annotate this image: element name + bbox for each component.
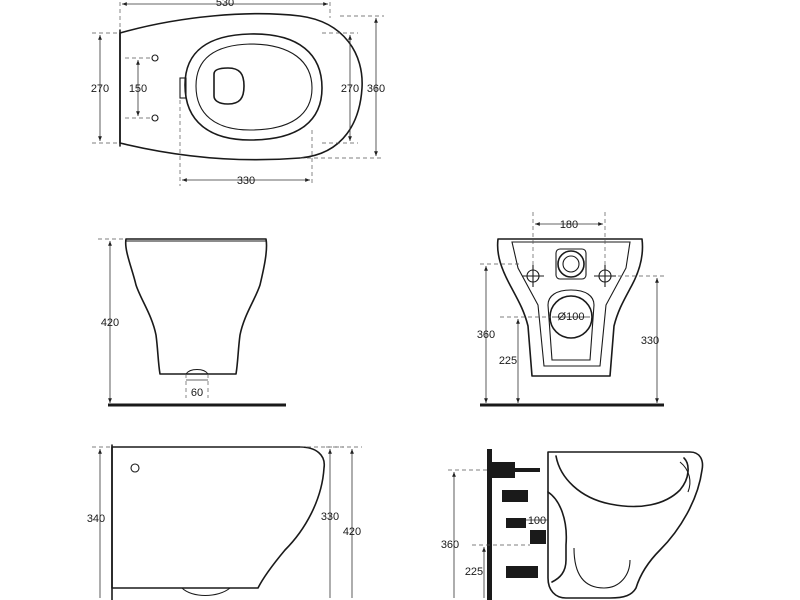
section-view-bowl-inner [555, 455, 689, 508]
top-view-bolt-hole-upper [151, 54, 159, 62]
rear-view-inlet-pipe [557, 250, 585, 278]
rear-view-dim-top-span: 180 [560, 219, 578, 231]
top-view-dim-right-inner-height: 270 [341, 83, 359, 95]
top-view-seat-outer [184, 33, 323, 141]
rear-view-inner-outline [511, 241, 631, 367]
top-view-dim-left-height: 270 [91, 83, 109, 95]
side-view-outline [111, 446, 325, 589]
rear-view-outer-outline [496, 238, 644, 377]
top-view-dim-total-height: 360 [367, 83, 385, 95]
side-view: 340 330 420 [87, 444, 362, 600]
top-view-dim-bottom-length: 330 [237, 175, 255, 187]
section-view-bowl-outline [547, 451, 704, 599]
rear-view: Ø100 180 360 225 330 [477, 212, 664, 407]
section-view-wall [487, 449, 492, 600]
side-view-bolt-hole [130, 463, 140, 473]
top-view-bolt-hole-lower [151, 114, 159, 122]
section-view: 100 360 225 [441, 449, 704, 600]
top-view: 530 270 150 270 360 330 [91, 0, 385, 187]
rear-view-bolt-right [594, 265, 616, 287]
top-view-bowl-outline [119, 12, 363, 161]
section-view-dim-total: 360 [441, 539, 459, 551]
rear-view-dim-left-low: 225 [499, 355, 517, 367]
front-view-dim-base: 60 [191, 387, 203, 399]
top-view-dim-width: 530 [216, 0, 234, 9]
top-view-bowl-opening [213, 67, 245, 105]
section-view-inlet [492, 462, 540, 478]
front-view: 420 60 [98, 238, 286, 407]
top-view-seat-inner [195, 43, 313, 131]
section-view-trap [547, 491, 568, 583]
rear-view-dim-right: 330 [641, 335, 659, 347]
side-view-dim-left: 340 [87, 513, 105, 525]
rear-view-dim-left-total: 360 [477, 329, 495, 341]
top-view-dim-bolt-span: 150 [129, 83, 147, 95]
section-view-dim-low: 225 [465, 566, 483, 578]
side-view-dim-right-inner: 330 [321, 511, 339, 523]
front-view-outline [124, 238, 268, 375]
side-view-dim-right-total: 420 [343, 526, 361, 538]
section-view-dim-pipe: 100 [528, 515, 546, 527]
rear-view-bolt-left [522, 265, 544, 287]
top-view-hinge [179, 77, 187, 99]
rear-view-dim-pipe-diameter: Ø100 [558, 311, 585, 323]
front-view-dim-height: 420 [101, 317, 119, 329]
